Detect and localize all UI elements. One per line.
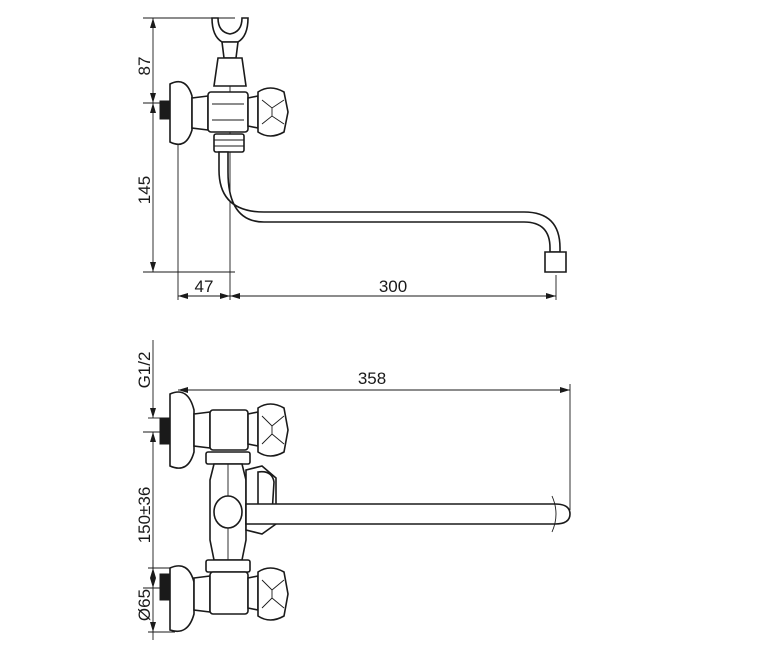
upper-valve-body <box>209 409 249 451</box>
arrow <box>150 93 156 103</box>
top-view: 358 G1/2 150±36 Ø65 <box>135 340 571 640</box>
arrow <box>560 387 570 393</box>
dim-label-358: 358 <box>358 369 386 388</box>
shower-hook <box>211 17 249 43</box>
arrow <box>150 568 156 578</box>
dim-label-thread: G1/2 <box>135 352 154 389</box>
upper-wall-nut <box>159 417 171 445</box>
arrow <box>150 103 156 113</box>
side-view: 87 145 47 300 <box>135 17 567 300</box>
arrow <box>230 293 240 299</box>
arrow <box>178 387 188 393</box>
arrow <box>150 262 156 272</box>
spout-top <box>245 503 571 525</box>
arrow <box>150 18 156 28</box>
upper-flange <box>169 391 195 469</box>
arrow <box>220 293 230 299</box>
upper-handle-knob <box>257 403 289 457</box>
lower-handle-knob <box>257 567 289 621</box>
wall-nut <box>159 100 171 120</box>
wall-flange <box>169 80 193 146</box>
dim-label-center: 150±36 <box>135 487 154 544</box>
lower-connector <box>205 559 251 573</box>
spout-nut <box>213 133 245 153</box>
handle-knob <box>257 87 289 137</box>
dim-label-300: 300 <box>379 277 407 296</box>
diverter-body <box>213 57 247 87</box>
upper-handle-neck <box>247 411 259 447</box>
spout-joint <box>213 495 243 529</box>
lower-valve-body <box>209 571 249 615</box>
handle-facets <box>261 99 285 125</box>
arrow <box>546 293 556 299</box>
hook-stem <box>221 41 239 59</box>
upper-eccentric <box>193 411 211 449</box>
lower-handle-facets <box>261 579 285 609</box>
dim-label-145: 145 <box>135 176 154 204</box>
handle-neck <box>247 95 259 129</box>
upper-connector <box>205 451 251 465</box>
dim-label-87: 87 <box>135 57 154 76</box>
aerator <box>544 251 567 273</box>
eccentric <box>191 95 209 131</box>
dim-label-47: 47 <box>195 277 214 296</box>
lower-flange <box>169 565 195 633</box>
arrow <box>150 408 156 418</box>
spout <box>218 151 561 253</box>
arrow <box>150 622 156 632</box>
lower-eccentric <box>193 575 211 613</box>
lower-handle-neck <box>247 575 259 611</box>
valve-body <box>207 91 249 133</box>
arrow <box>150 432 156 442</box>
dim-label-diameter: Ø65 <box>135 589 154 621</box>
spout-tip-outline <box>551 495 557 533</box>
lower-wall-nut <box>159 573 171 601</box>
upper-handle-facets <box>261 415 285 445</box>
arrow <box>178 293 188 299</box>
